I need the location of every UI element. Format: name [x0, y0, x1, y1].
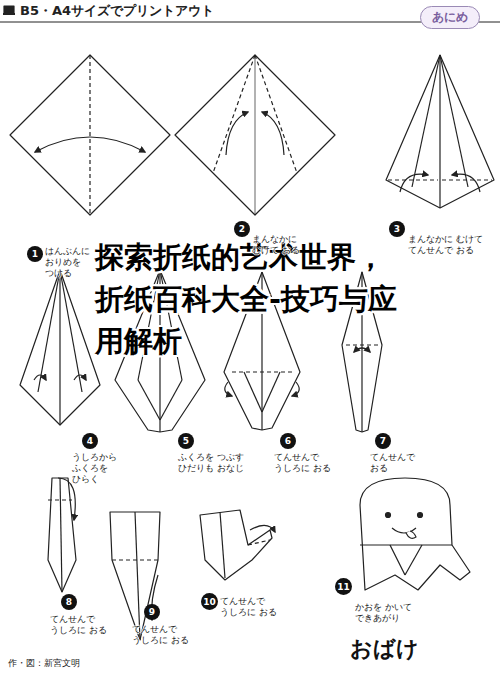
step-number-text: 11 — [337, 582, 350, 592]
step-instruction: うしろから ふくろを ひらく — [72, 452, 130, 484]
step-instruction: まんなかに むけて おる — [252, 234, 322, 256]
step-number: 11 — [335, 578, 352, 595]
step-number-text: 3 — [394, 224, 400, 234]
step-number: 6 — [280, 433, 296, 449]
step-instruction: はんぶんに おりめを つける — [45, 246, 107, 278]
step-number-text: 7 — [380, 436, 386, 446]
step-instruction: てんせんで おる — [370, 452, 426, 474]
step-instruction: まんなかに むけて てんせんで おる — [408, 234, 488, 256]
step-number: 2 — [234, 221, 250, 237]
step-number: 9 — [144, 604, 160, 620]
step-number: 3 — [389, 221, 405, 237]
credit-text: 作・図：新宮文明 — [8, 658, 208, 669]
step-instruction: てんせんで うしろに おる — [132, 624, 194, 646]
step-number: 10 — [201, 593, 218, 610]
model-title: おばけ — [350, 636, 419, 662]
header-text: B5・A4サイズでプリントアウト — [20, 3, 320, 19]
step-number: 1 — [27, 246, 43, 262]
step-number-text: 2 — [239, 224, 245, 234]
step-instruction: てんせんで うしろに おる — [220, 596, 282, 618]
step-instruction: てんせんで うしろに おる — [274, 452, 332, 474]
step-number-text: 1 — [32, 249, 38, 259]
step-number: 5 — [178, 433, 194, 449]
step-number-text: 9 — [149, 607, 155, 617]
step-number-text: 6 — [285, 436, 291, 446]
step-number-text: 5 — [183, 436, 189, 446]
step-number: 7 — [375, 433, 391, 449]
step-number-text: 4 — [87, 436, 93, 446]
step-number: 8 — [61, 594, 77, 610]
step-number-text: 10 — [203, 597, 216, 607]
step-number-text: 8 — [66, 597, 72, 607]
step-instruction: てんせんで うしろに おる — [50, 614, 112, 636]
step-number: 4 — [82, 433, 98, 449]
watermark-title: 探索折纸的艺术世界，折纸百科大全-技巧与应用解析 — [95, 236, 405, 362]
badge-text: あにめ — [432, 9, 468, 26]
step-instruction: ふくろを つぶす ひだりも おなじ — [178, 452, 244, 474]
step-instruction: かおを かいて できあがり — [355, 602, 425, 624]
title-badge: あにめ — [420, 6, 480, 29]
